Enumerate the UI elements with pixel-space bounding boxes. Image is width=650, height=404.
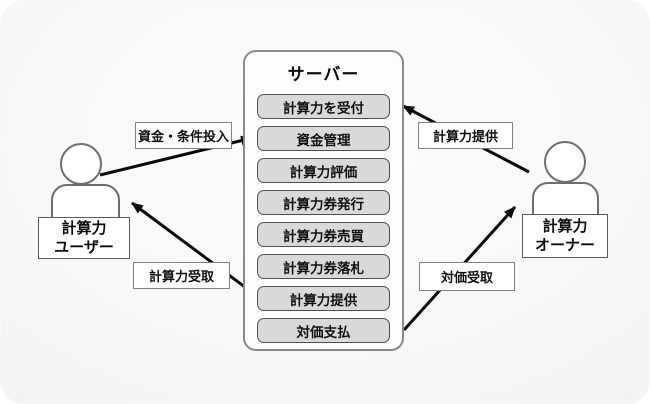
flow-label-power-provide: 計算力提供	[418, 122, 513, 149]
flow-label-pay-receive: 対価受取	[419, 262, 515, 291]
owner-head-icon	[544, 141, 586, 183]
server-process-box: 計算力券売買	[257, 222, 390, 247]
server-process-box: 計算力券発行	[257, 190, 390, 215]
owner-label: 計算力 オーナー	[522, 214, 608, 258]
user-label: 計算力 ユーザー	[38, 217, 130, 259]
server-process-box: 計算力券落札	[257, 254, 390, 279]
owner-label-line2: オーナー	[534, 237, 595, 254]
server-process-list: 計算力を受付資金管理計算力評価計算力券発行計算力券売買計算力券落札計算力提供対価…	[257, 94, 390, 343]
server-title: サーバー	[287, 65, 360, 84]
server-panel: サーバー 計算力を受付資金管理計算力評価計算力券発行計算力券売買計算力券落札計算…	[243, 50, 404, 351]
server-process-box: 対価支払	[257, 318, 390, 343]
server-process-box: 資金管理	[257, 126, 390, 151]
server-process-box: 計算力提供	[257, 286, 390, 311]
user-head-icon	[60, 143, 102, 185]
user-label-line2: ユーザー	[54, 239, 114, 256]
flow-label-fund-input: 資金・条件投入	[135, 122, 232, 149]
arrow-server-to-user-power	[131, 201, 258, 298]
user-label-line1: 計算力	[61, 220, 107, 237]
flow-label-power-receive: 計算力受取	[133, 262, 230, 289]
server-process-box: 計算力を受付	[257, 94, 390, 119]
server-process-box: 計算力評価	[257, 158, 390, 183]
owner-label-line1: 計算力	[542, 218, 588, 235]
